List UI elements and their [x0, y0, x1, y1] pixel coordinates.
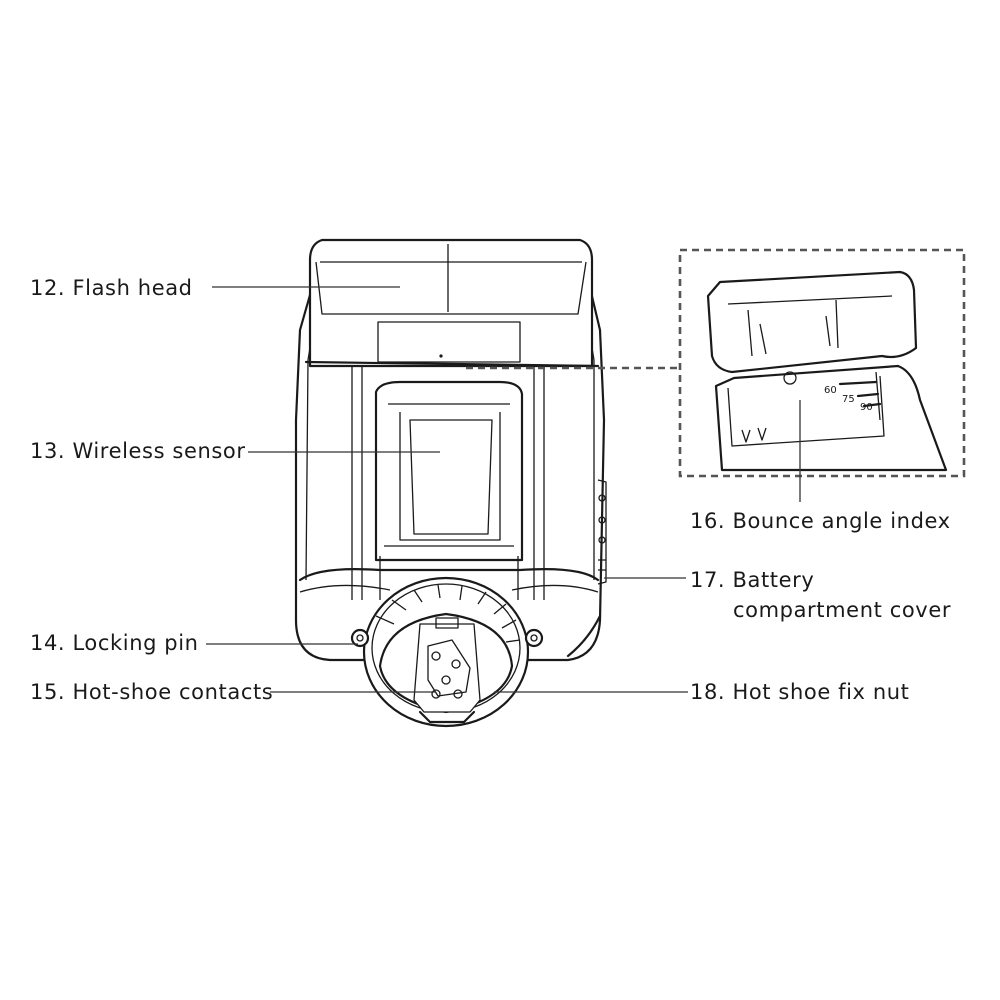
- bounce-mark-60: 60: [824, 385, 837, 396]
- callout-wireless-sensor: 13. Wireless sensor: [30, 439, 246, 463]
- bounce-angle-detail-illustration: 60 75 90: [706, 270, 948, 472]
- hot-shoe-plate-illustration: [413, 617, 481, 724]
- sensor-dot: [439, 354, 443, 358]
- side-buttons-illustration: [597, 479, 607, 585]
- callout-hot-shoe-nut: 18. Hot shoe fix nut: [690, 680, 910, 704]
- callout-hot-shoe-contacts: 15. Hot-shoe contacts: [30, 680, 273, 704]
- bounce-angle-detail-box: [466, 248, 966, 478]
- bounce-mark-90: 90: [860, 402, 873, 413]
- flash-head-illustration: [304, 238, 600, 368]
- locking-pin-illustration: [350, 628, 544, 648]
- callout-locking-pin: 14. Locking pin: [30, 631, 199, 655]
- callout-flash-head: 12. Flash head: [30, 276, 193, 300]
- callout-bounce-angle-index: 16. Bounce angle index: [690, 509, 951, 533]
- callout-battery-cover-line1: 17. Battery: [690, 568, 814, 592]
- bounce-mark-75: 75: [842, 394, 855, 405]
- callout-battery-cover-line2: compartment cover: [733, 598, 951, 622]
- leader-lines: [206, 286, 801, 693]
- wireless-sensor-illustration: [374, 380, 524, 600]
